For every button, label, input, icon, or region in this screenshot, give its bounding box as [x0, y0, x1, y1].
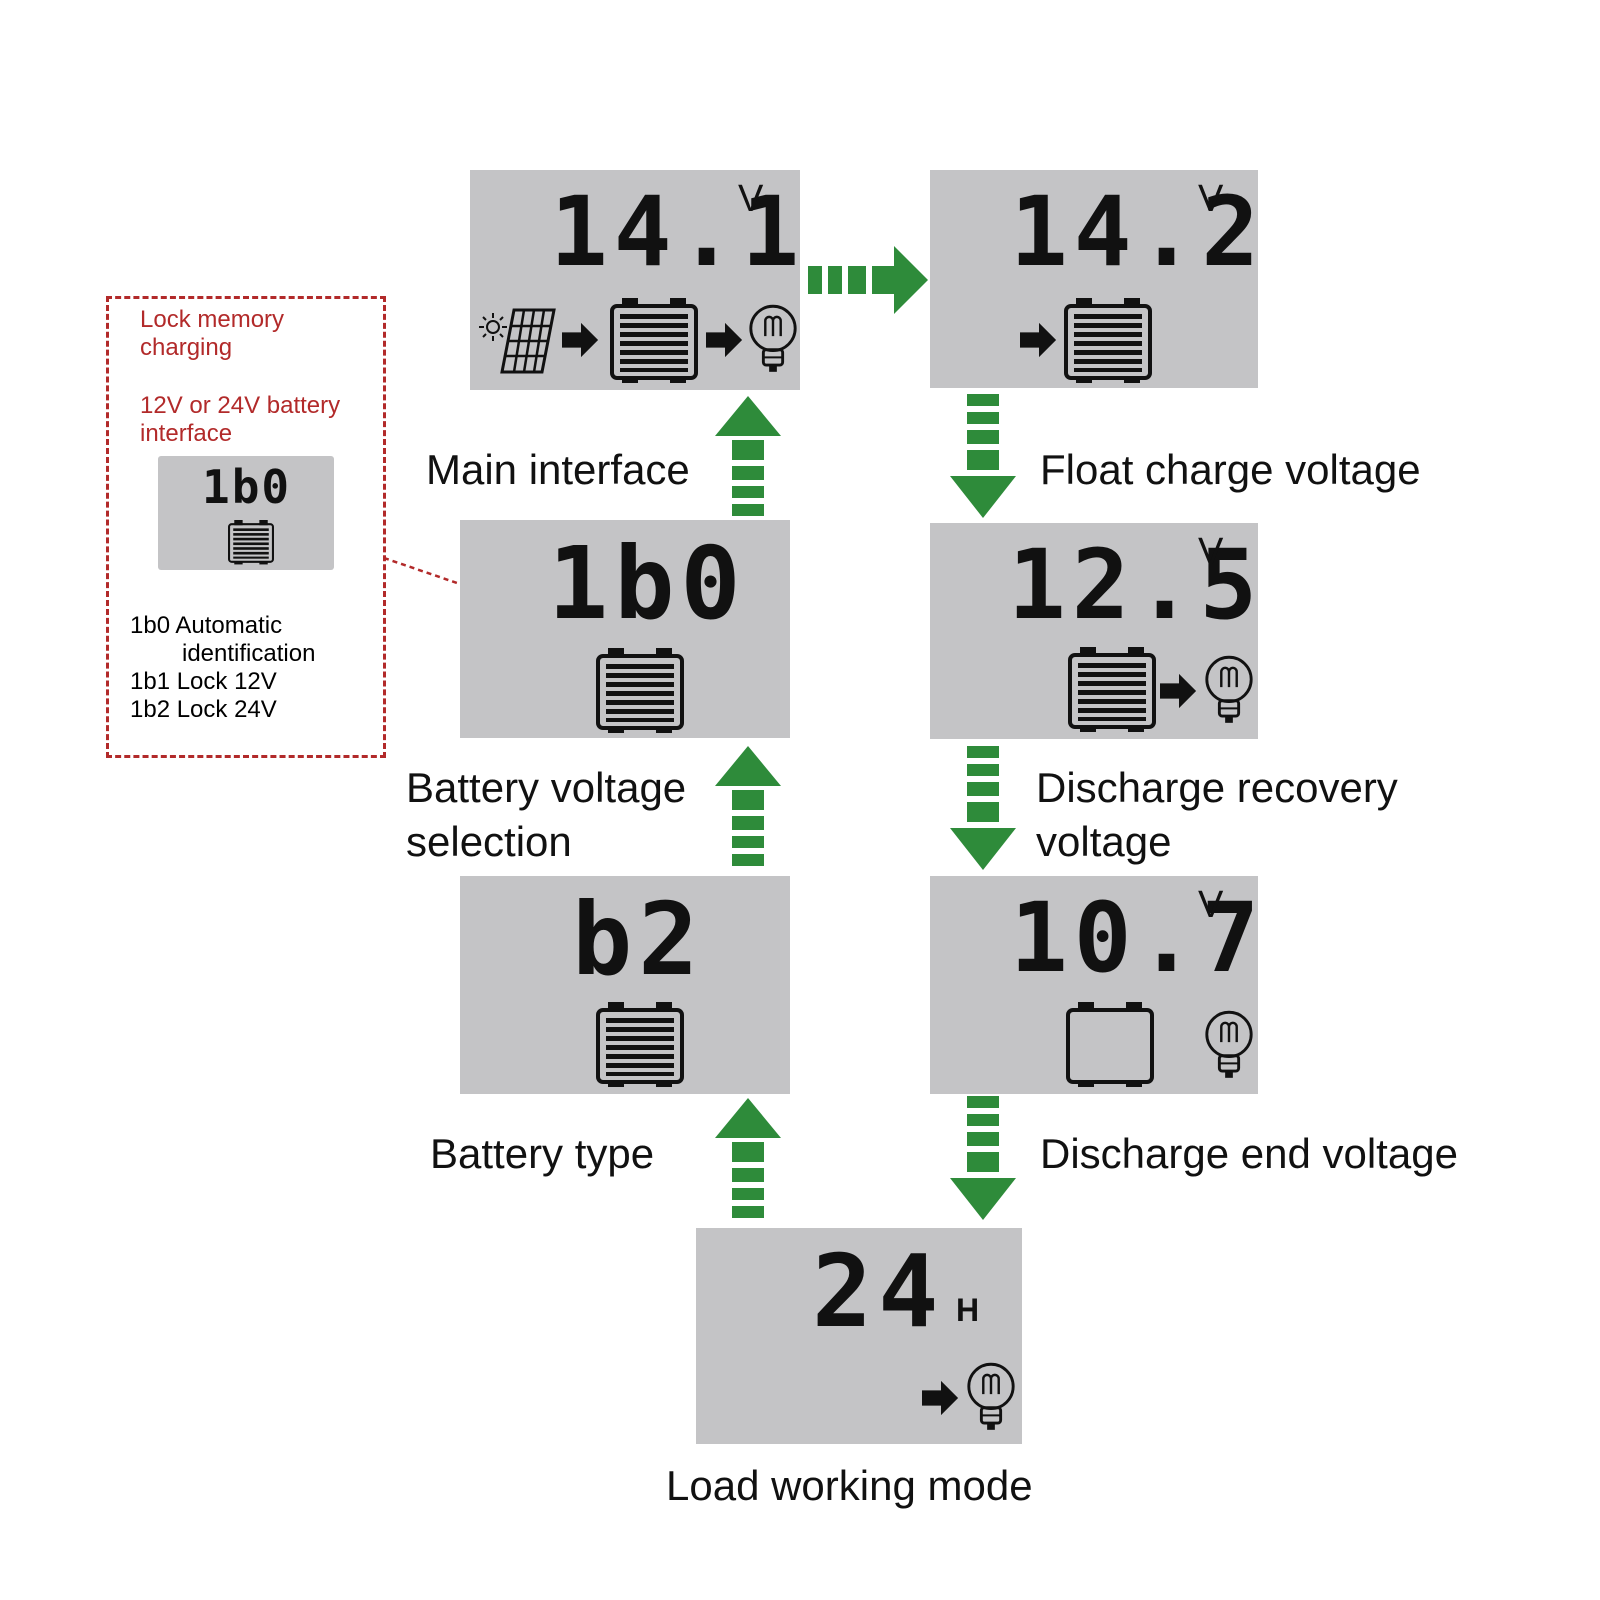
arrow-down-to-end: [948, 746, 1018, 876]
solar-panel-icon: [500, 308, 556, 374]
float-voltage-unit: V: [1198, 178, 1224, 220]
end-voltage-value: 10.7: [1010, 882, 1266, 994]
battery-type-value: b2: [572, 881, 705, 998]
arrow-right-icon: [1020, 320, 1058, 360]
screen-battery-voltage-selection: 1b0: [460, 520, 790, 738]
load-hours-unit: H: [956, 1292, 980, 1328]
arrow-up-to-type: [713, 1098, 783, 1228]
arrow-right-icon: [706, 320, 744, 360]
arrow-up-to-main: [713, 396, 783, 526]
arrow-right-icon: [562, 320, 600, 360]
recovery-voltage-value: 12.5: [1008, 529, 1264, 641]
note-option-1b0: 1b0 Automatic: [130, 612, 283, 639]
recovery-voltage-unit: V: [1198, 531, 1224, 573]
note-interface-title-line1: 12V or 24V battery: [140, 392, 341, 419]
battery-icon: [594, 1002, 686, 1090]
label-battery-voltage-selection-line2: selection: [406, 818, 572, 865]
battery-icon: [594, 648, 686, 736]
battery-icon: [608, 298, 700, 386]
arrow-main-to-float: [808, 246, 928, 314]
bulb-icon: [1202, 653, 1256, 729]
label-battery-voltage-selection-line1: Battery voltage: [406, 764, 687, 811]
arrow-down-to-load: [948, 1096, 1018, 1226]
float-voltage-value: 14.2: [1010, 176, 1266, 288]
screen-load-working-mode: 24 H: [696, 1228, 1022, 1444]
note-interface-title-line2: interface: [140, 420, 233, 447]
bulb-icon: [746, 302, 800, 378]
end-voltage-unit: V: [1198, 884, 1224, 926]
note-box: [106, 296, 386, 758]
label-load-working-mode: Load working mode: [666, 1462, 1033, 1509]
screen-discharge-end: 10.7 V: [930, 876, 1259, 1094]
sun-icon: [479, 313, 507, 341]
label-battery-type: Battery type: [430, 1130, 655, 1177]
screen-discharge-recovery: 12.5 V: [930, 523, 1258, 739]
label-discharge-end-voltage: Discharge end voltage: [1040, 1130, 1458, 1177]
battery-icon: [228, 520, 274, 566]
screen-main-interface: 14.1 V: [470, 170, 800, 390]
note-connector: [383, 556, 461, 586]
screen-float-charge: 14.2 V: [930, 170, 1259, 388]
arrow-up-to-selection: [713, 746, 783, 876]
label-main-interface: Main interface: [426, 446, 690, 493]
bulb-icon: [964, 1360, 1018, 1436]
battery-icon: [1066, 647, 1158, 735]
note-option-1b2: 1b2 Lock 24V: [130, 696, 277, 723]
arrow-right-icon: [922, 1378, 960, 1418]
note-lock-memory-line1: Lock memory: [140, 306, 285, 333]
bulb-icon: [1202, 1008, 1256, 1084]
load-hours-value: 24: [812, 1233, 945, 1350]
note-mini-value: 1b0: [202, 460, 292, 514]
selection-value: 1b0: [548, 525, 747, 642]
note-mini-screen: 1b0: [158, 456, 334, 570]
note-option-1b1: 1b1 Lock 12V: [130, 668, 277, 695]
arrow-right-icon: [1160, 671, 1198, 711]
battery-empty-icon: [1064, 1002, 1156, 1090]
screen-battery-type: b2: [460, 876, 790, 1094]
note-option-1b0-detail: identification: [182, 640, 316, 667]
label-float-charge-voltage: Float charge voltage: [1040, 446, 1421, 493]
arrow-down-to-recovery: [948, 394, 1018, 524]
label-discharge-recovery-line1: Discharge recovery: [1036, 764, 1398, 811]
main-voltage-unit: V: [738, 178, 764, 220]
battery-icon: [1062, 298, 1154, 386]
main-voltage-value: 14.1: [550, 176, 806, 288]
label-discharge-recovery-line2: voltage: [1036, 818, 1172, 865]
note-lock-memory-line2: charging: [140, 334, 233, 361]
